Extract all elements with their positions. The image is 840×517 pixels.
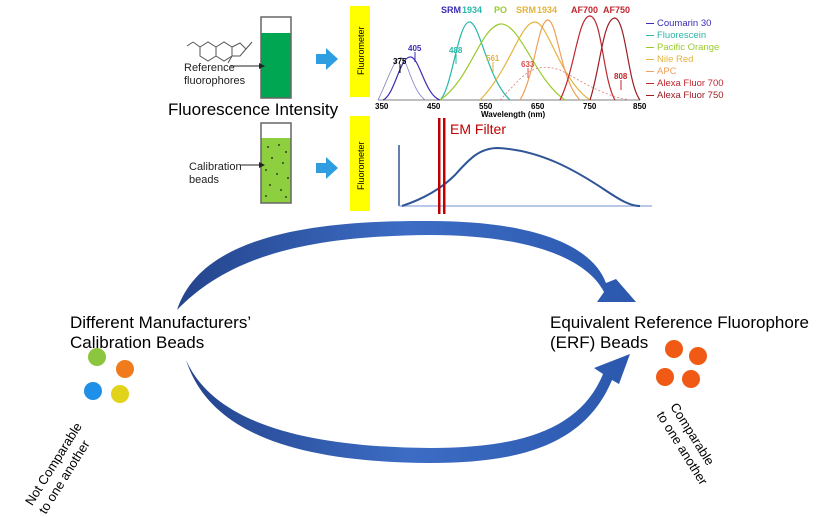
x-tick-label: 450 [427, 102, 441, 111]
erf-bead-1 [665, 340, 683, 358]
peak-label: 375 [393, 57, 407, 66]
top-process-arrow-icon [316, 48, 338, 70]
top-arc-arrow [177, 220, 636, 310]
series-fluorescein [439, 21, 511, 101]
reference-tube-outline [260, 16, 292, 99]
bottom-process-arrow-icon [316, 157, 338, 179]
calibration-tube [260, 122, 292, 204]
peak-markers [399, 52, 622, 90]
series-excitation-dashed [499, 66, 631, 101]
legend-item: Alexa Fluor 750 [646, 90, 724, 102]
top-fluorometer-box [350, 6, 370, 97]
series-pacific-orange [439, 23, 566, 101]
bead-green [88, 348, 106, 366]
erf-beads-title: Equivalent Reference Fluorophore (ERF) B… [550, 313, 809, 352]
erf-bead-2 [689, 347, 707, 365]
reference-tube [260, 16, 292, 99]
calibration-pointer-arrow [240, 162, 265, 168]
erf-bead-3 [656, 368, 674, 386]
x-tick-label: 350 [375, 102, 389, 111]
peak-label: 808 [614, 72, 628, 81]
series-af750 [589, 17, 641, 101]
reference-tube-liquid [261, 33, 291, 98]
peak-label: 561 [486, 54, 500, 63]
bead-orange [116, 360, 134, 378]
spectra-top-label: SRM [441, 5, 461, 15]
spectra-top-label: 1934 [462, 5, 483, 15]
spectra-top-label: AF700 [571, 5, 599, 15]
x-tick-label: 650 [531, 102, 545, 111]
top-fluorometer-label: Fluorometer [356, 26, 366, 75]
manufacturer-beads [84, 348, 134, 403]
emission-plot [398, 145, 652, 207]
x-tick-label: 850 [633, 102, 647, 111]
spectra-top-label: PO [494, 5, 508, 15]
spectra-chart [377, 15, 641, 101]
erf-bead-4 [682, 370, 700, 388]
spectra-top-label: SRM [516, 5, 536, 15]
series-coumarin30-ex [377, 57, 426, 101]
bead-yellow [111, 385, 129, 403]
calibration-beads-label: Calibration beads [189, 161, 242, 186]
erf-beads [656, 340, 707, 388]
legend-item: Fluorescein [646, 30, 724, 42]
series-apc [519, 19, 581, 101]
peak-label: 405 [408, 44, 422, 53]
x-tick-label: 750 [583, 102, 597, 111]
bottom-fluorometer-box [350, 116, 370, 211]
reference-fluorophores-label: Reference fluorophores [184, 62, 246, 87]
reference-pointer-arrow [230, 63, 265, 69]
peak-label: 633 [521, 60, 535, 69]
bead-blue [84, 382, 102, 400]
em-filter-bars [438, 118, 446, 214]
peak-label: 488 [449, 46, 463, 55]
molecule-structure-icon [186, 41, 253, 64]
series-af700 [559, 15, 616, 101]
x-tick-label: 550 [479, 102, 493, 111]
bead-dots [265, 144, 289, 198]
spectra-top-label: AF750 [603, 5, 631, 15]
spectra-legend: Coumarin 30 Fluorescein Pacific Orange N… [646, 18, 724, 102]
series-coumarin30 [382, 56, 441, 101]
legend-item: Coumarin 30 [646, 18, 724, 30]
fluorescence-intensity-label: Fluorescence Intensity [168, 100, 339, 119]
emission-curve [401, 146, 641, 207]
legend-item: Nile Red [646, 54, 724, 66]
spectra-top-label: 1934 [537, 5, 558, 15]
bottom-fluorometer-label: Fluorometer [356, 141, 366, 190]
legend-item: Pacific Orange [646, 42, 724, 54]
x-axis-label: Wavelength (nm) [481, 110, 546, 119]
manufacturers-beads-title: Different Manufacturers’ Calibration Bea… [70, 313, 252, 352]
em-filter-label: EM Filter [450, 121, 506, 137]
bottom-arc-arrow [186, 354, 630, 463]
legend-item: APC [646, 66, 724, 78]
legend-item: Alexa Fluor 700 [646, 78, 724, 90]
